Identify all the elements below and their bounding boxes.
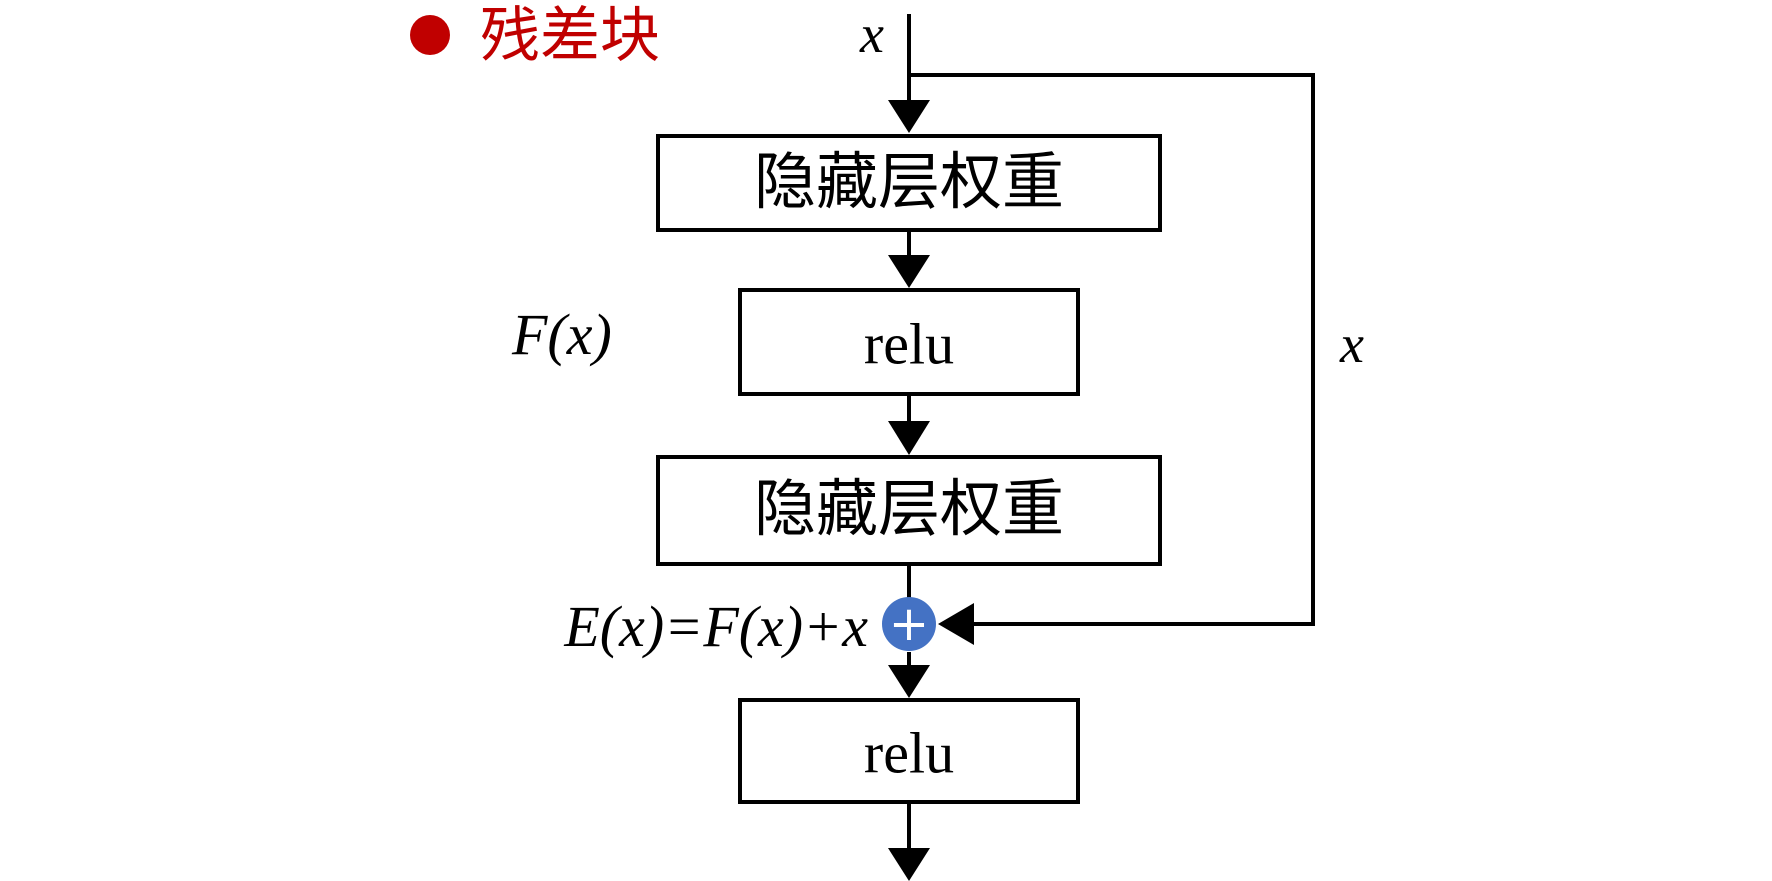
adder-node: +: [882, 596, 936, 652]
bullet-icon: [410, 15, 450, 55]
input-x-label: x: [859, 4, 884, 64]
adder-circle: [882, 597, 936, 651]
fx-label: F(x): [511, 302, 612, 367]
relu-box-2-label: relu: [864, 721, 954, 786]
skip-connection: x: [909, 73, 1364, 626]
title-text: 残差块: [480, 3, 660, 69]
ex-equation-label: E(x)=F(x)+x: [563, 594, 868, 659]
relu-box-2: relu: [738, 698, 1080, 804]
relu-box-1-label: relu: [864, 312, 954, 377]
weight-box-1: 隐藏层权重: [656, 134, 1162, 232]
title: 残差块: [410, 3, 660, 69]
weight-box-2: 隐藏层权重: [656, 455, 1162, 566]
weight-box-1-label: 隐藏层权重: [754, 149, 1064, 217]
skip-connection-line: [909, 73, 1315, 626]
arrowhead-output: [888, 848, 930, 881]
weight-box-2-label: 隐藏层权重: [754, 476, 1064, 544]
arrowhead-to-weight-2: [888, 421, 930, 455]
relu-box-1: relu: [738, 288, 1080, 396]
skip-x-label: x: [1339, 314, 1364, 374]
arrowhead-to-relu-2: [888, 665, 930, 698]
arrowhead-to-relu-1: [888, 255, 930, 288]
arrowhead-to-weight-1: [888, 100, 930, 133]
plus-icon: +: [889, 596, 929, 652]
arrowheads: [888, 100, 974, 881]
arrowhead-skip-to-adder: [938, 603, 974, 645]
